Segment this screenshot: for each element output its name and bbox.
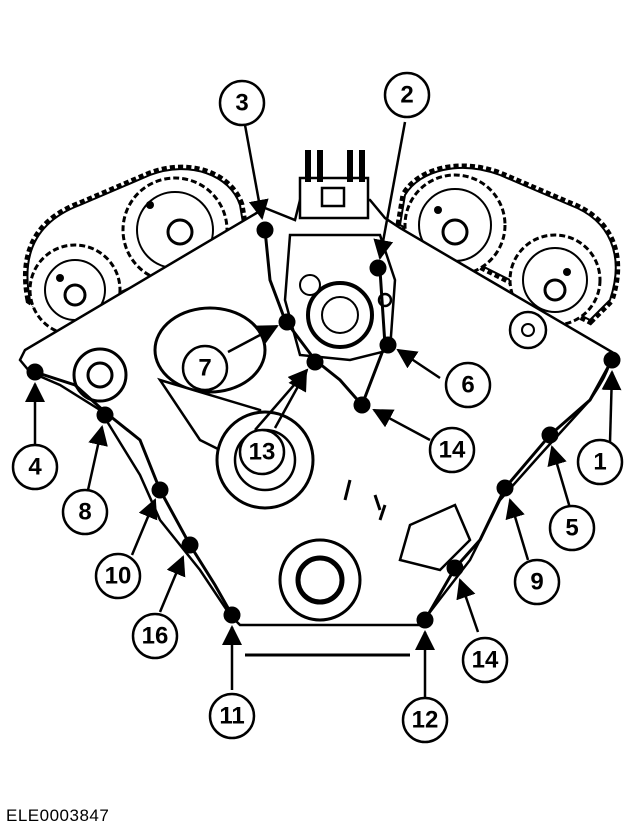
bolts [26, 221, 621, 629]
callout-10: 10 [105, 563, 132, 590]
center-housing [283, 150, 397, 362]
callout-16: 16 [142, 623, 169, 650]
figure-id: ELE0003847 [6, 806, 110, 825]
callout-14-lower: 14 [472, 647, 499, 674]
callout-14-upper: 14 [439, 437, 466, 464]
callout-13: 13 [249, 439, 276, 466]
callout-1: 1 [593, 449, 606, 476]
callout-7: 7 [198, 355, 211, 382]
callout-labels: 1 2 3 4 5 6 7 8 9 10 11 12 13 14 14 16 [28, 82, 606, 734]
callout-4: 4 [28, 454, 42, 481]
callout-12: 12 [412, 707, 439, 734]
callout-9: 9 [530, 569, 543, 596]
callout-circles [11, 71, 624, 744]
callout-8: 8 [78, 499, 91, 526]
callout-5: 5 [565, 515, 578, 542]
right-timing-chain [395, 163, 621, 327]
callout-6: 6 [461, 372, 474, 399]
leader-arrows [25, 121, 622, 697]
callout-11: 11 [219, 703, 244, 730]
callout-2: 2 [400, 82, 413, 109]
callout-3: 3 [235, 90, 248, 117]
